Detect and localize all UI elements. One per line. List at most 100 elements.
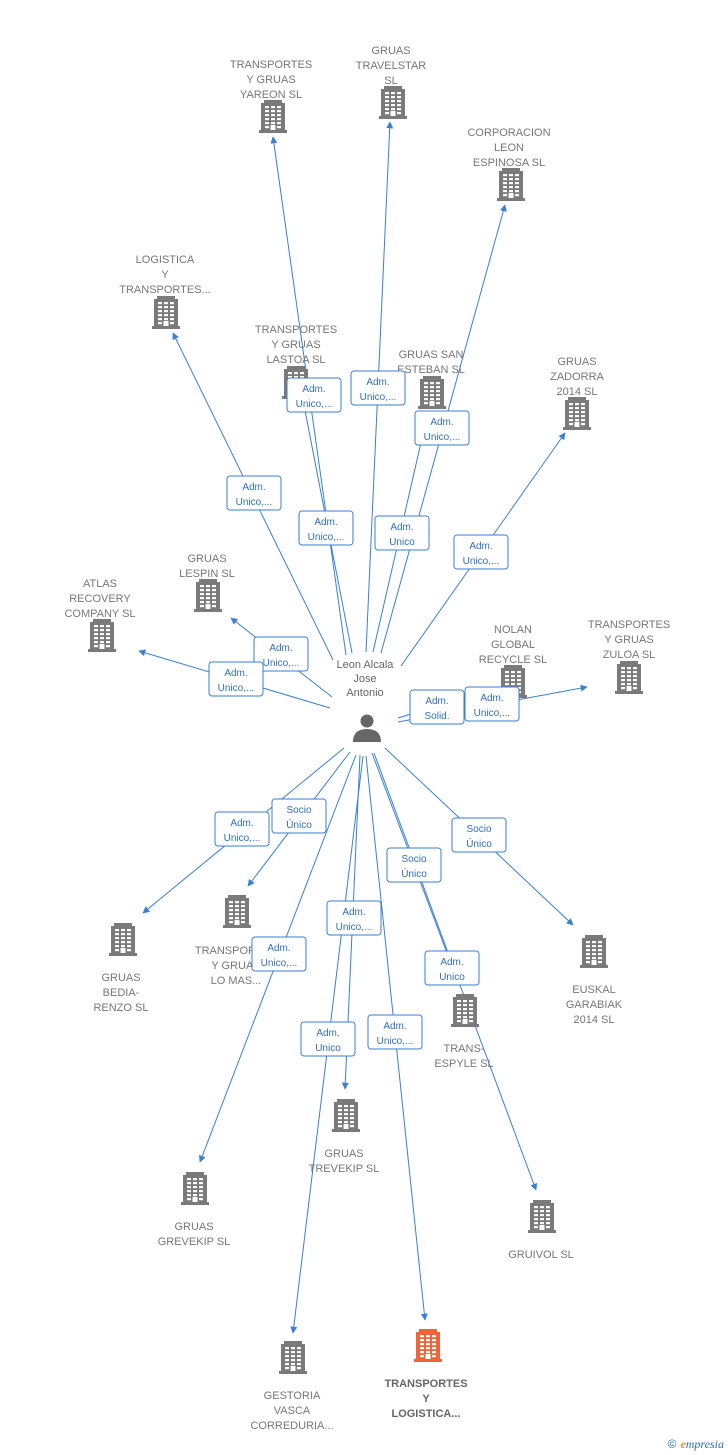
building-icon <box>181 1172 209 1205</box>
edge-label-bediarenzo[interactable]: Adm.Unico,... <box>214 811 270 847</box>
company-node-gestoria[interactable]: GESTORIAVASCACORREDURIA... <box>250 1341 334 1432</box>
company-label: LESPIN SL <box>179 568 235 580</box>
company-label: 2014 SL <box>557 386 598 398</box>
edge-label-logistica[interactable]: Adm.Unico,... <box>226 475 282 511</box>
company-label: TRANS- <box>444 1043 485 1055</box>
edge-label-zuloa[interactable]: Adm.Unico,... <box>464 686 520 722</box>
edge-label-gestoria[interactable]: Adm.Unico <box>300 1021 356 1057</box>
company-label: GRUAS <box>174 1221 213 1233</box>
company-label: RENZO SL <box>93 1002 148 1014</box>
edge-label-box <box>298 510 354 546</box>
company-label: GRUIVOL SL <box>508 1249 574 1261</box>
company-label: RECYCLE SL <box>479 654 547 666</box>
company-label: YAREON SL <box>240 89 302 101</box>
company-label: GRUAS <box>101 972 140 984</box>
company-label: GARABIAK <box>566 999 623 1011</box>
edge-label-text: Adm. <box>342 907 365 918</box>
edge-label-text: Unico,... <box>224 833 261 844</box>
brand-e: e <box>680 1437 686 1451</box>
edge-label-text: Adm. <box>366 377 389 388</box>
company-label: GLOBAL <box>491 639 535 651</box>
edge-label-nolan[interactable]: Adm.Solid. <box>409 689 465 725</box>
company-node-logistica2[interactable]: TRANSPORTESYLOGISTICA... <box>384 1329 468 1420</box>
company-label: COMPANY SL <box>64 608 135 620</box>
edge-label-text: Adm. <box>440 957 463 968</box>
edge-label-grevekip[interactable]: Adm.Unico,... <box>251 936 307 972</box>
person-label: Leon Alcala <box>337 659 395 671</box>
edge-label-zadorra[interactable]: Adm. Unico,... <box>453 534 509 570</box>
company-node-euskal[interactable]: EUSKAL GARABIAK 2014 SL <box>566 935 623 1026</box>
company-node-gruivol[interactable]: GRUIVOL SL <box>508 1200 574 1261</box>
edge-label-yareon[interactable]: Adm.Unico,... <box>286 377 342 413</box>
company-label: ESPINOSA SL <box>473 157 545 169</box>
company-label: GRUAS <box>187 553 226 565</box>
edge-label-text: Único <box>466 837 492 850</box>
edge-label-box <box>451 817 507 853</box>
building-icon <box>418 376 446 409</box>
brand-name: mpresia <box>685 1437 724 1451</box>
edge-label-box <box>271 798 327 834</box>
edge-label-espinosa[interactable]: Adm.Unico,... <box>414 410 470 446</box>
company-label: SL <box>384 75 397 87</box>
company-label: EUSKAL <box>572 984 615 996</box>
edge-label-text: Unico,... <box>463 556 500 567</box>
company-node-logistica[interactable]: LOGISTICAYTRANSPORTES... <box>119 254 211 329</box>
edge-label-box <box>214 811 270 847</box>
company-label: ZULOA SL <box>603 649 656 661</box>
edge-label-text: Unico,... <box>263 658 300 669</box>
edge-label-text: Adm. <box>269 643 292 654</box>
company-label: LOGISTICA... <box>391 1408 460 1420</box>
edge-label-box <box>424 950 480 986</box>
building-icon <box>223 895 251 928</box>
edge-label-lastoa[interactable]: Adm.Unico,... <box>298 510 354 546</box>
edge-label-text: Socio <box>401 854 426 865</box>
person-icon <box>353 714 381 742</box>
edge-label-gruivol[interactable]: Adm. Unico <box>424 950 480 986</box>
building-icon <box>88 619 116 652</box>
company-label: NOLAN <box>494 624 532 636</box>
company-label: LOGISTICA <box>136 254 195 266</box>
company-label: LEON <box>494 142 524 154</box>
company-node-lespin[interactable]: GRUAS LESPIN SL <box>179 553 235 612</box>
company-label: ZADORRA <box>550 371 604 383</box>
building-icon <box>497 168 525 201</box>
company-node-grevekip[interactable]: GRUAS GREVEKIP SL <box>158 1172 231 1248</box>
edge-label-box <box>409 689 465 725</box>
edge-label-text: Unico <box>439 972 465 983</box>
edge-label-travelstar[interactable]: Adm.Unico,... <box>350 370 406 406</box>
company-label: VASCA <box>274 1405 311 1417</box>
edge-label-atlas[interactable]: Adm.Unico,... <box>208 661 264 697</box>
edge-label-box <box>414 410 470 446</box>
company-label: CORREDURIA... <box>250 1420 333 1432</box>
edge-label-text: Unico,... <box>296 399 333 410</box>
company-label: 2014 SL <box>574 1014 615 1026</box>
company-label: TRAVELSTAR <box>356 60 427 72</box>
company-label: Y <box>161 269 169 281</box>
edge-label-lespin[interactable]: Adm. Unico,... <box>253 636 309 672</box>
company-label: GRUAS <box>324 1148 363 1160</box>
edge-label-trevekip[interactable]: Adm.Unico,... <box>326 900 382 936</box>
building-icon <box>615 661 643 694</box>
edge-label-logistica2[interactable]: Adm.Unico,... <box>367 1014 423 1050</box>
edge-label-text: Único <box>401 867 427 880</box>
company-label: GREVEKIP SL <box>158 1236 231 1248</box>
company-node-espyle[interactable]: TRANS-ESPYLE SL <box>434 994 494 1070</box>
edge-label-text: Adm. <box>469 541 492 552</box>
edge-label-sanesteban[interactable]: Adm.Unico <box>374 515 430 551</box>
edge-label-text: Unico,... <box>261 958 298 969</box>
